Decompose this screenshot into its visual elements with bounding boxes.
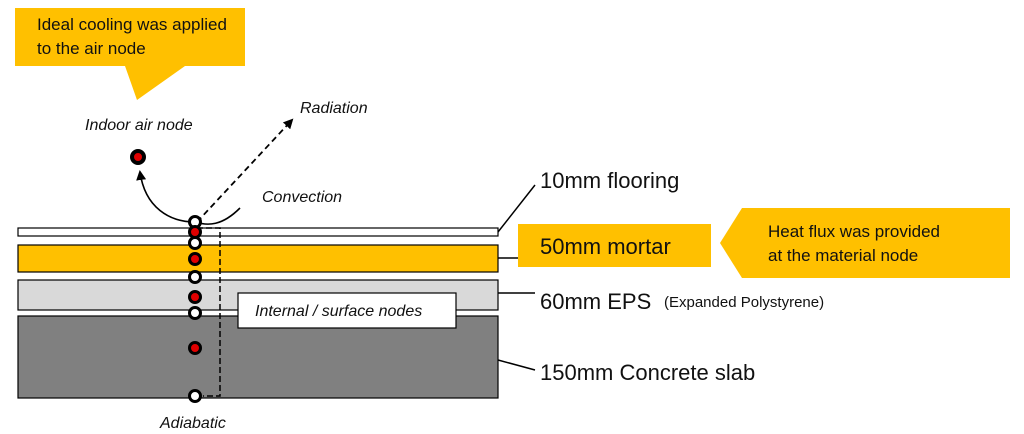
indoor-air-node-label: Indoor air node bbox=[85, 117, 193, 134]
convection-label: Convection bbox=[262, 189, 342, 206]
adiabatic-label: Adiabatic bbox=[159, 415, 226, 432]
internal-node bbox=[188, 290, 202, 304]
node-column bbox=[188, 215, 202, 403]
cooling-callout-line1: Ideal cooling was applied bbox=[37, 15, 227, 34]
heat-flux-callout-shape bbox=[720, 208, 1010, 278]
radiation-arrow bbox=[196, 118, 294, 223]
layer-label-eps: 60mm EPS bbox=[540, 289, 651, 314]
layer-label-mortar: 50mm mortar bbox=[540, 234, 671, 259]
convection-arrow bbox=[136, 170, 241, 225]
heat-flux-callout: Heat flux was provided at the material n… bbox=[720, 208, 1010, 278]
concrete-leader bbox=[497, 359, 536, 371]
layer-note-eps: (Expanded Polystyrene) bbox=[664, 294, 824, 311]
surface-node bbox=[188, 389, 202, 403]
internal-surface-nodes-box bbox=[237, 292, 457, 329]
flooring-leader bbox=[497, 184, 536, 233]
cooling-callout: Ideal cooling was applied to the air nod… bbox=[15, 8, 245, 100]
layer-label-flooring: 10mm flooring bbox=[540, 168, 679, 193]
cooling-callout-line2: to the air node bbox=[37, 39, 146, 58]
heat-flux-callout-line2: at the material node bbox=[768, 246, 918, 265]
indoor-air-node bbox=[130, 149, 146, 165]
mortar-label-box bbox=[518, 224, 711, 267]
layer-concrete bbox=[17, 315, 499, 399]
internal-node bbox=[188, 225, 202, 239]
surface-node bbox=[188, 306, 202, 320]
surface-node bbox=[188, 236, 202, 250]
surface-node bbox=[188, 270, 202, 284]
radiation-label: Radiation bbox=[300, 100, 368, 117]
layer-label-concrete: 150mm Concrete slab bbox=[540, 360, 755, 385]
nodes-bracket bbox=[197, 227, 221, 397]
layer-mortar bbox=[17, 244, 499, 273]
internal-node bbox=[188, 341, 202, 355]
cooling-callout-shape bbox=[15, 8, 245, 100]
internal-surface-nodes-label: Internal / surface nodes bbox=[255, 303, 422, 320]
heat-flux-callout-line1: Heat flux was provided bbox=[768, 222, 940, 241]
layer-flooring bbox=[17, 227, 499, 237]
internal-node bbox=[188, 252, 202, 266]
